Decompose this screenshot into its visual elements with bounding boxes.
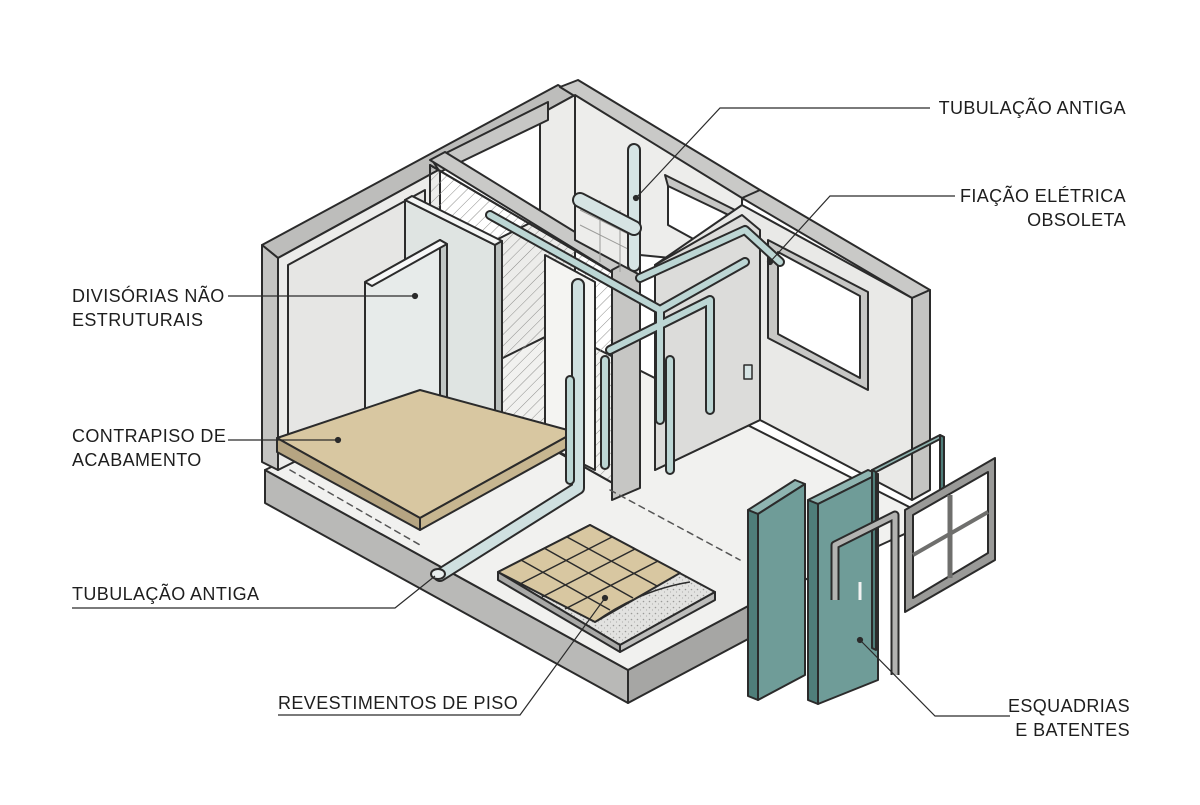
label-line-2: OBSOLETA bbox=[1027, 210, 1126, 230]
label-line-1: DIVISÓRIAS NÃO bbox=[72, 286, 225, 306]
old-pipes bbox=[289, 143, 741, 582]
label-line-1: ESQUADRIAS bbox=[1007, 696, 1130, 716]
finish-subfloor bbox=[276, 389, 576, 531]
label-esquadrias: ESQUADRIAS E BATENTES bbox=[900, 694, 1130, 742]
label-tubulacao-bottom: TUBULAÇÃO ANTIGA bbox=[72, 582, 259, 606]
doors-and-frames bbox=[747, 434, 996, 705]
label-text: TUBULAÇÃO ANTIGA bbox=[72, 584, 260, 604]
label-text: TUBULAÇÃO ANTIGA bbox=[938, 98, 1126, 118]
label-line-1: CONTRAPISO DE bbox=[72, 426, 227, 446]
label-tubulacao-top: TUBULAÇÃO ANTIGA bbox=[900, 96, 1126, 120]
label-text: REVESTIMENTOS DE PISO bbox=[278, 693, 519, 713]
floor-tiles bbox=[497, 524, 716, 653]
label-line-2: ESTRUTURAIS bbox=[72, 310, 204, 330]
leader-lines bbox=[72, 107, 1010, 717]
label-divisorias: DIVISÓRIAS NÃO ESTRUTURAIS bbox=[72, 284, 225, 332]
label-revestimentos: REVESTIMENTOS DE PISO bbox=[278, 691, 518, 715]
label-line-1: FIAÇÃO ELÉTRICA bbox=[959, 186, 1126, 206]
label-contrapiso: CONTRAPISO DE ACABAMENTO bbox=[72, 424, 226, 472]
label-line-2: ACABAMENTO bbox=[72, 450, 202, 470]
label-fiacao: FIAÇÃO ELÉTRICA OBSOLETA bbox=[900, 184, 1126, 232]
label-line-2: E BATENTES bbox=[1015, 720, 1130, 740]
electrical-conduit bbox=[485, 210, 785, 485]
